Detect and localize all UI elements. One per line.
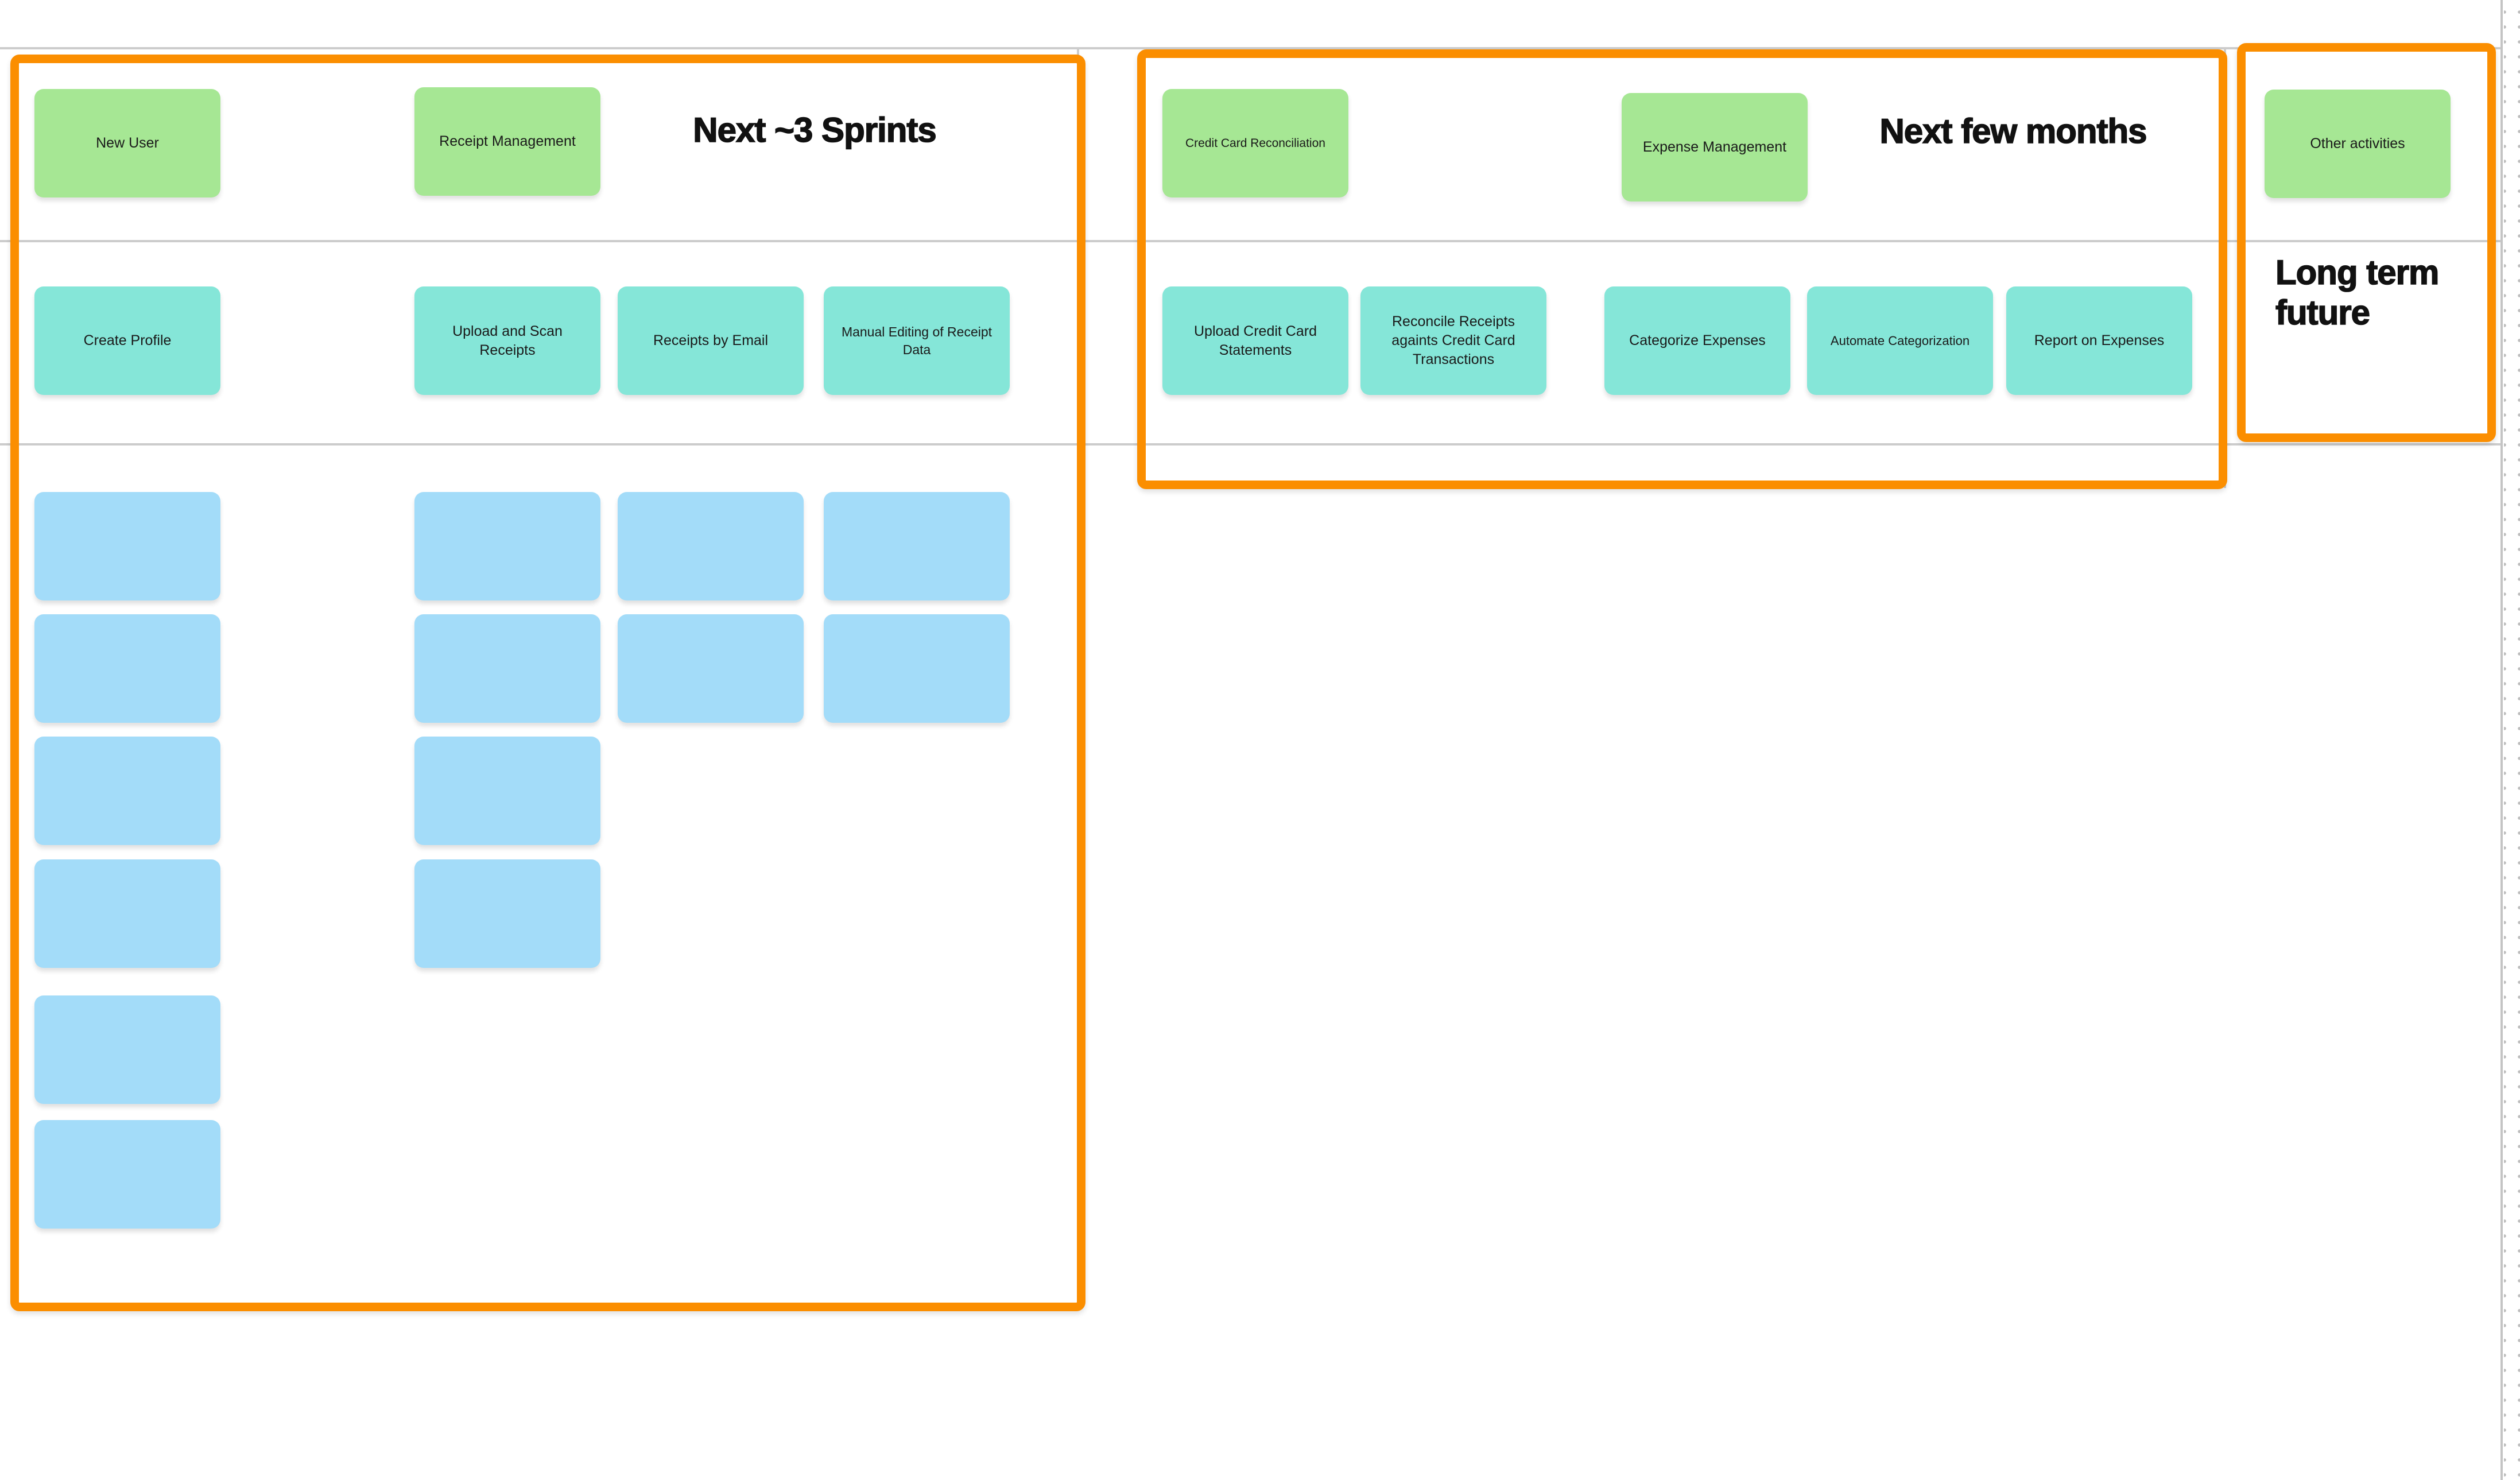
sticky-label: Other activities <box>2310 135 2405 152</box>
sticky-blank[interactable] <box>34 1120 220 1229</box>
sticky-label: Receipt Management <box>439 133 576 149</box>
sticky-report-on-expenses[interactable]: Report on Expenses <box>2006 286 2192 395</box>
sticky-label: Credit Card Reconciliation <box>1185 136 1325 150</box>
sticky-manual-editing-of-receipt-data[interactable]: Manual Editing of Receipt Data <box>824 286 1010 395</box>
sticky-label: Receipts by Email <box>653 332 769 348</box>
sticky-receipt-management[interactable]: Receipt Management <box>414 87 600 196</box>
sticky-blank[interactable] <box>824 614 1010 723</box>
grid-line-row-top <box>0 47 2502 49</box>
sticky-label: Manual Editing of Receipt Data <box>841 324 993 357</box>
sticky-label: Expense Management <box>1642 139 1787 155</box>
sticky-blank[interactable] <box>34 614 220 723</box>
sticky-blank[interactable] <box>34 492 220 600</box>
sticky-blank[interactable] <box>618 614 804 723</box>
sticky-label: Upload and Scan Receipts <box>452 323 563 358</box>
sticky-new-user[interactable]: New User <box>34 89 220 197</box>
title-long-term-future[interactable]: Long term future <box>2275 253 2440 332</box>
sticky-receipts-by-email[interactable]: Receipts by Email <box>618 286 804 395</box>
sticky-blank[interactable] <box>34 995 220 1104</box>
sticky-blank[interactable] <box>414 859 600 968</box>
sticky-label: Reconcile Receipts againts Credit Card T… <box>1391 313 1515 367</box>
sticky-label: Report on Expenses <box>2034 332 2165 348</box>
canvas-dot-grid <box>2504 0 2520 1480</box>
sticky-label: New User <box>96 135 159 151</box>
group-frame-long-term-future[interactable] <box>2237 43 2496 442</box>
sticky-blank[interactable] <box>414 614 600 723</box>
sticky-other-activities[interactable]: Other activities <box>2265 90 2451 198</box>
frame-right-edge-line <box>2500 0 2503 1480</box>
sticky-create-profile[interactable]: Create Profile <box>34 286 220 395</box>
sticky-label: Categorize Expenses <box>1629 332 1766 348</box>
sticky-blank[interactable] <box>34 737 220 845</box>
grid-line-row-steps-details <box>0 443 2502 445</box>
sticky-reconcile-receipts-against-transactions[interactable]: Reconcile Receipts againts Credit Card T… <box>1360 286 1546 395</box>
sticky-categorize-expenses[interactable]: Categorize Expenses <box>1604 286 1790 395</box>
sticky-blank[interactable] <box>618 492 804 600</box>
group-frame-next-few-months[interactable] <box>1137 49 2227 489</box>
sticky-blank[interactable] <box>824 492 1010 600</box>
sticky-blank[interactable] <box>34 859 220 968</box>
sticky-credit-card-reconciliation[interactable]: Credit Card Reconciliation <box>1162 89 1348 197</box>
sticky-label: Upload Credit Card Statements <box>1194 323 1317 358</box>
sticky-label: Automate Categorization <box>1830 333 1970 348</box>
title-next-3-sprints[interactable]: Next ~3 Sprints <box>692 110 937 150</box>
sticky-upload-and-scan-receipts[interactable]: Upload and Scan Receipts <box>414 286 600 395</box>
group-frame-next-3-sprints[interactable] <box>10 55 1085 1311</box>
sticky-blank[interactable] <box>414 492 600 600</box>
title-next-few-months[interactable]: Next few months <box>1879 111 2148 151</box>
sticky-label: Create Profile <box>83 332 172 348</box>
sticky-automate-categorization[interactable]: Automate Categorization <box>1807 286 1993 395</box>
grid-line-row-activities-steps <box>0 240 2502 242</box>
sticky-blank[interactable] <box>414 737 600 845</box>
sticky-expense-management[interactable]: Expense Management <box>1622 93 1808 202</box>
sticky-upload-credit-card-statements[interactable]: Upload Credit Card Statements <box>1162 286 1348 395</box>
